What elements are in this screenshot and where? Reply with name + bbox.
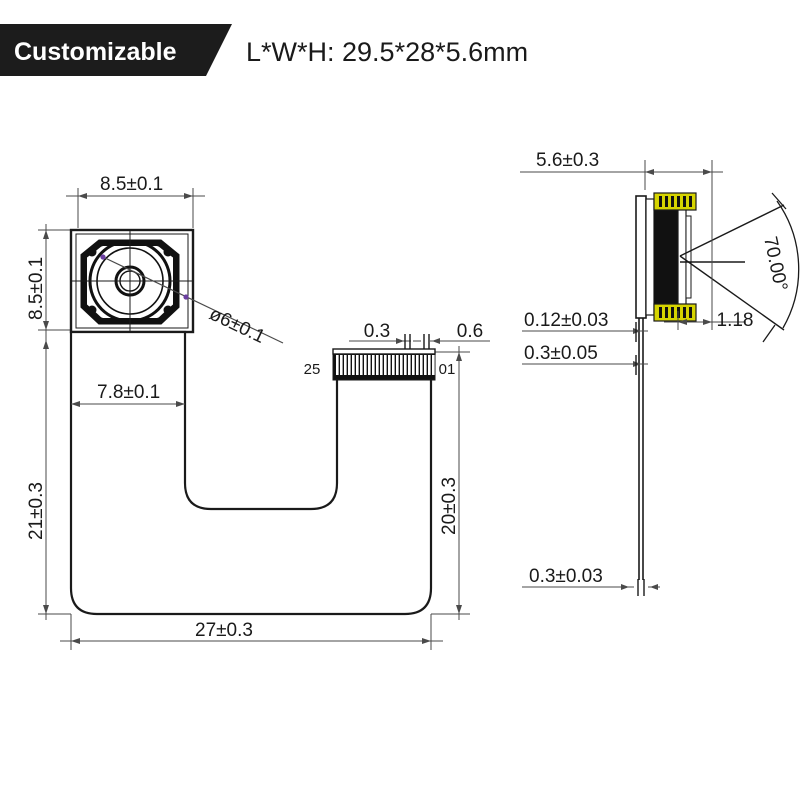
fov-arc-tick-bottom bbox=[762, 324, 776, 343]
lens-holder-highlight bbox=[87, 246, 173, 318]
lens-tab-bl bbox=[87, 305, 97, 315]
dim-fpc-neck-width: 7.8±0.1 bbox=[71, 382, 185, 407]
lens-diameter-leader bbox=[102, 256, 284, 344]
dim-connector-pitch: 0.3 bbox=[349, 321, 430, 349]
gold-pad-hatch-top bbox=[659, 196, 692, 207]
top-view: 8.5±0.1 8.5±0.1 bbox=[26, 174, 470, 650]
dim-lens-protrusion-label: 1.18 bbox=[717, 310, 754, 331]
fpc-substrate-edge bbox=[635, 195, 647, 319]
lens-dia-mark-a bbox=[100, 254, 106, 260]
dim-tail-thickness-label: 0.3±0.03 bbox=[529, 566, 603, 587]
fov-ray-lower bbox=[679, 255, 785, 331]
dim-sensor-height-label: 8.5±0.1 bbox=[26, 257, 47, 320]
dim-fpc-left-height: 21±0.3 bbox=[26, 336, 71, 620]
dim-fpc-thickness: 0.12±0.03 bbox=[522, 310, 648, 342]
dim-fpc-left-height-label: 21±0.3 bbox=[26, 482, 47, 540]
connector-pin-label-right: 01 bbox=[439, 361, 456, 378]
sensor-substrate bbox=[645, 198, 655, 316]
side-view: 5.6±0.3 bbox=[520, 150, 800, 596]
lens-dia-mark-b bbox=[183, 294, 189, 300]
connector-pins bbox=[336, 355, 435, 375]
dim-stiffener-thickness-label: 0.3±0.05 bbox=[524, 343, 598, 364]
dim-lens-protrusion: 1.18 bbox=[664, 190, 753, 331]
lens-tab-tr bbox=[163, 247, 173, 257]
dim-module-thickness-label: 5.6±0.3 bbox=[536, 150, 599, 171]
dim-fpc-total-width-label: 27±0.3 bbox=[195, 620, 253, 641]
dim-fpc-right-height-label: 20±0.3 bbox=[439, 477, 460, 535]
lens-tab-br bbox=[163, 305, 173, 315]
banner-title: L*W*H: 29.5*28*5.6mm bbox=[246, 37, 528, 67]
lens-assembly bbox=[71, 230, 193, 332]
module-profile bbox=[635, 192, 697, 580]
dim-sensor-width: 8.5±0.1 bbox=[66, 174, 205, 228]
dim-fpc-neck-width-label: 7.8±0.1 bbox=[97, 382, 160, 403]
dim-fpc-right-height: 20±0.3 bbox=[431, 346, 470, 620]
dim-tail-thickness: 0.3±0.03 bbox=[522, 566, 660, 596]
dim-module-thickness: 5.6±0.3 bbox=[520, 150, 723, 190]
dim-sensor-width-label: 8.5±0.1 bbox=[100, 174, 163, 195]
fov-arc-tick-top bbox=[771, 192, 787, 210]
fov-ray-upper bbox=[679, 204, 785, 257]
lens-cover-glass bbox=[685, 215, 692, 299]
dim-fpc-thickness-label: 0.12±0.03 bbox=[524, 310, 608, 331]
banner-badge-label: Customizable bbox=[14, 38, 177, 66]
dim-connector-edge-label: 0.6 bbox=[457, 321, 483, 342]
fov-arc bbox=[776, 200, 800, 329]
lens-tab-tl bbox=[87, 247, 97, 257]
fpc-connector: 25 01 0.3 0.6 bbox=[304, 321, 490, 381]
dim-field-of-view: 70.00° bbox=[679, 192, 800, 343]
dim-connector-pitch-label: 0.3 bbox=[364, 321, 390, 342]
connector-top-edge bbox=[332, 348, 436, 355]
banner: Customizable L*W*H: 29.5*28*5.6mm bbox=[0, 24, 528, 76]
lens-holder-octagon bbox=[80, 239, 180, 325]
dim-fpc-total-width: 27±0.3 bbox=[60, 614, 443, 650]
connector-pin-label-left: 25 bbox=[304, 361, 321, 378]
dim-stiffener-thickness: 0.3±0.05 bbox=[522, 343, 648, 375]
dim-connector-edge: 0.6 bbox=[430, 321, 490, 344]
lens-barrel-side bbox=[654, 203, 678, 311]
banner-badge-shape bbox=[0, 24, 232, 76]
